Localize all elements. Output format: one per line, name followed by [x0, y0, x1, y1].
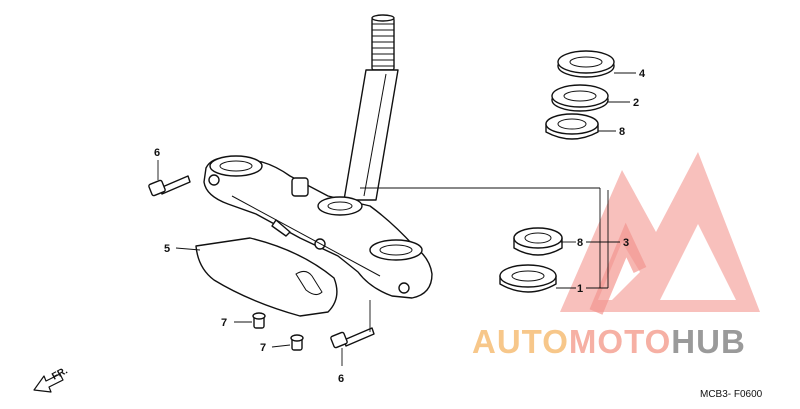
bolt-upper-left [148, 175, 191, 197]
callout-6-top: 6 [154, 147, 160, 159]
bearing-race-part-1 [499, 264, 557, 293]
watermark-hub: HUB [671, 323, 746, 360]
screw-upper [252, 312, 266, 329]
callout-5: 5 [164, 243, 170, 255]
lock-nut-part-4 [557, 50, 615, 78]
watermark-moto: MOTO [569, 323, 671, 360]
callout-3: 3 [623, 237, 629, 249]
watermark-auto: AUTO [472, 323, 569, 360]
screw-lower [290, 334, 304, 351]
callout-7-upper: 7 [221, 317, 227, 329]
leader-lines [157, 72, 636, 366]
callout-7-lower: 7 [260, 342, 266, 354]
callout-6-bottom: 6 [338, 373, 344, 385]
callout-8-lower: 8 [577, 237, 583, 249]
front-direction-arrow-icon [33, 373, 64, 393]
stem-cover-plate [195, 237, 338, 317]
steering-stem-shaft [343, 14, 399, 201]
bottom-bridge [203, 155, 433, 299]
watermark-wordmark: AUTOMOTOHUB [472, 323, 746, 360]
bearing-part-8-upper [545, 113, 599, 140]
bearing-part-8-lower [513, 227, 563, 256]
bolt-lower [330, 327, 375, 349]
callout-8-upper: 8 [619, 126, 625, 138]
callout-1: 1 [577, 283, 583, 295]
bearing-race-part-2 [551, 84, 609, 112]
callout-4: 4 [639, 68, 646, 80]
callout-2: 2 [633, 97, 639, 109]
diagram-code: MCB3- F0600 [700, 389, 763, 400]
direction-label: FR. [50, 365, 70, 382]
